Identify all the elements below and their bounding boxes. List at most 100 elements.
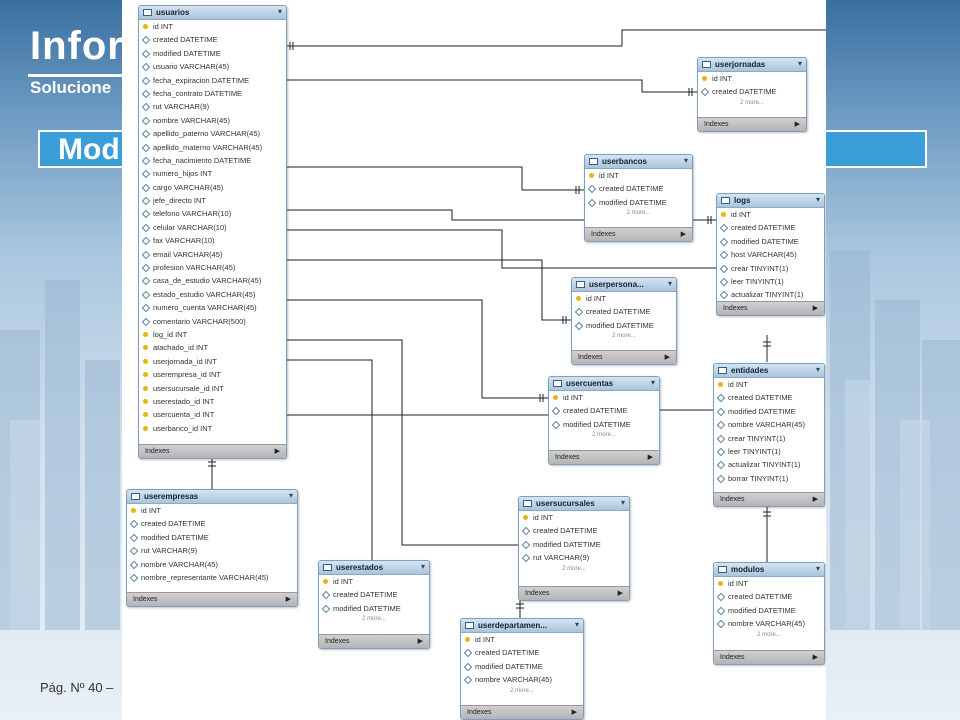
collapse-arrow-icon[interactable]: ▾ xyxy=(574,620,579,629)
db-table-header[interactable]: userempresas▾ xyxy=(127,490,297,504)
db-table-header[interactable]: usercuentas▾ xyxy=(549,377,659,391)
indexes-bar[interactable]: Indexes ▶ xyxy=(461,705,583,719)
db-column: apellido_materno VARCHAR(45) xyxy=(139,141,286,154)
db-table-header[interactable]: userpersona...▾ xyxy=(572,278,676,292)
collapse-arrow-icon[interactable]: ▾ xyxy=(277,7,282,16)
indexes-bar[interactable]: Indexes▶ xyxy=(585,227,692,241)
indexes-label: Indexes xyxy=(467,709,492,716)
more-columns-label[interactable]: 2 more... xyxy=(740,99,764,106)
db-column: created DATETIME xyxy=(714,590,824,603)
more-columns-label[interactable]: 2 more... xyxy=(592,432,616,439)
db-table-header[interactable]: userbancos▾ xyxy=(585,155,692,169)
indexes-bar[interactable]: Indexes▶ xyxy=(127,592,297,606)
expand-arrow-icon[interactable]: ▶ xyxy=(274,448,280,455)
db-column: leer TINYINT(1) xyxy=(714,445,824,458)
key-icon xyxy=(143,398,148,404)
more-columns-label[interactable]: 2 more... xyxy=(562,565,586,572)
collapse-arrow-icon[interactable]: ▾ xyxy=(650,378,655,387)
db-column: modified DATETIME xyxy=(717,235,824,248)
indexes-bar[interactable]: Indexes▶ xyxy=(519,586,629,600)
column-diamond-icon xyxy=(719,250,729,260)
expand-arrow-icon[interactable]: ▶ xyxy=(617,590,623,597)
indexes-bar[interactable]: Indexes▶ xyxy=(698,117,806,131)
more-columns-label[interactable]: 2 more... xyxy=(510,687,534,694)
db-column: userestado_id INT xyxy=(139,395,286,408)
db-table-header[interactable]: entidades▾ xyxy=(714,364,824,378)
expand-arrow-icon[interactable]: ▶ xyxy=(812,496,818,503)
indexes-bar[interactable]: Indexes▶ xyxy=(714,650,824,664)
db-column: modified DATETIME xyxy=(461,660,583,673)
db-table-header[interactable]: usersucursales▾ xyxy=(519,497,629,511)
indexes-bar[interactable]: Indexes▶ xyxy=(139,444,286,458)
expand-arrow-icon[interactable]: ▶ xyxy=(417,638,423,645)
column-diamond-icon xyxy=(129,520,139,529)
indexes-label: Indexes xyxy=(723,305,748,312)
db-column: created DATETIME xyxy=(127,517,297,530)
indexes-bar[interactable]: Indexes ▶ xyxy=(572,350,676,364)
db-column-text: nombre VARCHAR(45) xyxy=(728,619,805,629)
more-columns-label[interactable]: 2 more... xyxy=(362,616,386,623)
db-table-name: usuarios xyxy=(156,8,190,17)
indexes-bar[interactable]: Indexes ▶ xyxy=(717,301,824,315)
column-diamond-icon xyxy=(587,185,597,194)
collapse-arrow-icon[interactable]: ▾ xyxy=(667,279,672,288)
db-table-header[interactable]: userestados▾ xyxy=(319,561,429,575)
indexes-label: Indexes xyxy=(578,354,603,361)
db-column: leer TINYINT(1) xyxy=(717,275,824,288)
db-table-header[interactable]: userdepartamen...▾ xyxy=(461,619,583,633)
more-columns-label[interactable]: 2 more... xyxy=(626,210,651,217)
column-diamond-icon xyxy=(716,447,726,457)
collapse-arrow-icon[interactable]: ▾ xyxy=(288,491,293,500)
key-icon xyxy=(131,508,136,513)
collapse-arrow-icon[interactable]: ▾ xyxy=(420,562,425,571)
expand-arrow-icon[interactable]: ▶ xyxy=(647,454,653,461)
indexes-bar[interactable]: Indexes▶ xyxy=(319,634,429,648)
db-column-text: estado_estudio VARCHAR(45) xyxy=(153,289,256,299)
expand-arrow-icon[interactable]: ▶ xyxy=(571,709,577,716)
expand-arrow-icon[interactable]: ▶ xyxy=(794,121,800,128)
db-table-header[interactable]: modulos▾ xyxy=(714,563,824,577)
db-table-header[interactable]: userjornadas▾ xyxy=(698,58,806,72)
collapse-arrow-icon[interactable]: ▾ xyxy=(815,564,820,573)
column-diamond-icon xyxy=(141,76,151,85)
column-diamond-icon xyxy=(141,143,151,152)
collapse-arrow-icon[interactable]: ▾ xyxy=(683,156,688,165)
db-column-text: created DATETIME xyxy=(141,519,206,529)
more-columns-label[interactable]: 2 more... xyxy=(757,631,781,638)
indexes-bar[interactable]: Indexes▶ xyxy=(714,492,824,506)
expand-arrow-icon[interactable]: ▶ xyxy=(812,654,818,661)
table-icon xyxy=(553,380,562,387)
indexes-bar[interactable]: Indexes▶ xyxy=(549,450,659,464)
key-icon xyxy=(323,579,328,584)
db-column-text: casa_de_estudio VARCHAR(45) xyxy=(153,276,262,286)
column-diamond-icon xyxy=(129,573,139,583)
collapse-arrow-icon[interactable]: ▾ xyxy=(620,498,625,507)
more-columns-label[interactable]: 2 more... xyxy=(612,333,636,340)
expand-arrow-icon[interactable]: ▶ xyxy=(285,596,291,603)
expand-arrow-icon[interactable]: ▶ xyxy=(812,305,818,312)
db-column: userbanco_id INT xyxy=(139,422,286,435)
expand-arrow-icon[interactable]: ▶ xyxy=(664,354,670,361)
key-icon xyxy=(576,296,581,301)
db-column-text: host VARCHAR(45) xyxy=(731,250,797,260)
table-icon xyxy=(718,367,727,374)
collapse-arrow-icon[interactable]: ▾ xyxy=(815,365,820,374)
expand-arrow-icon[interactable]: ▶ xyxy=(680,231,686,238)
collapse-arrow-icon[interactable]: ▾ xyxy=(815,195,820,204)
db-table-header[interactable]: logs▾ xyxy=(717,194,824,208)
db-table-header[interactable]: usuarios ▾ xyxy=(139,6,286,20)
collapse-arrow-icon[interactable]: ▾ xyxy=(797,59,802,68)
db-column: created DATETIME xyxy=(139,33,286,46)
